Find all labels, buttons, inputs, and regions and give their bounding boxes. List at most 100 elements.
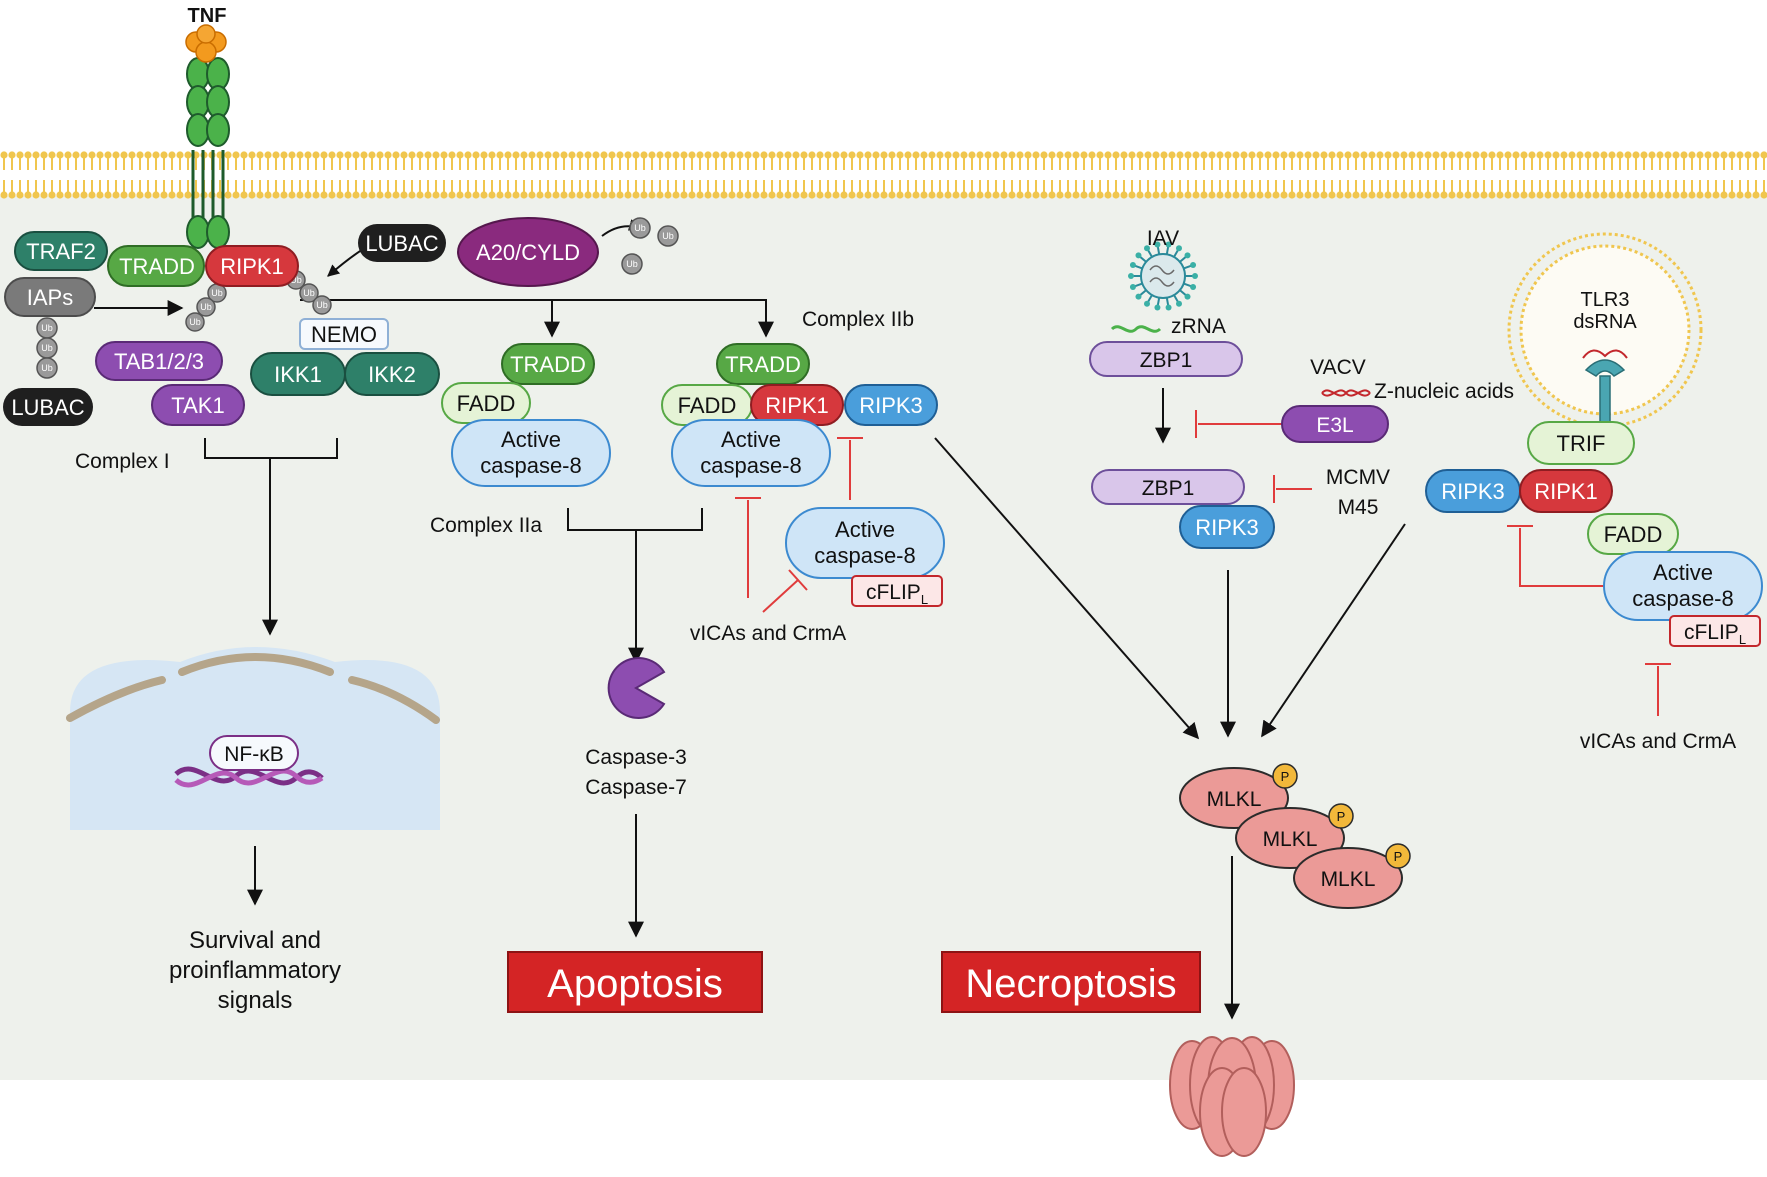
- ubiquitin-bead: [196, 297, 216, 317]
- cflip-box-middle: [851, 575, 943, 607]
- ubiquitin-label: Ub: [41, 323, 53, 333]
- complex-iib-label: Complex IIb: [802, 308, 914, 331]
- phospho-label-1: P: [1281, 769, 1290, 784]
- vacv-label: VACV: [1310, 356, 1366, 379]
- a20-cyld-label: A20/CYLD: [476, 240, 580, 265]
- ubiquitin-label: Ub: [303, 288, 315, 298]
- tab123-label: TAB1/2/3: [114, 349, 204, 374]
- tradd-label-complex-iib: TRADD: [725, 352, 801, 377]
- ubiquitin-bead: [657, 225, 679, 247]
- mlkl-3: [1293, 847, 1403, 909]
- ubiquitin-label: Ub: [200, 302, 212, 312]
- complex-iia: TRADD FADD Active caspase-8: [441, 343, 611, 487]
- ubiquitin-bead: [299, 283, 319, 303]
- traf2-label: TRAF2: [26, 239, 96, 264]
- iaps-label: IAPs: [27, 285, 73, 310]
- nfkb-label: NF-κB: [224, 743, 284, 766]
- m45-label: M45: [1338, 496, 1379, 519]
- e3l-protein: [1281, 405, 1389, 443]
- tnf-ligand: [185, 24, 227, 63]
- fadd-label-complex-iia: FADD: [457, 391, 516, 416]
- nucleus: NF-κB: [66, 647, 440, 830]
- cflip-label-middle: cFLIPL: [866, 581, 928, 607]
- cytoplasm: [0, 196, 1767, 1080]
- dsrna-label: dsRNA: [1573, 311, 1637, 333]
- ripk1-label-complex-i: RIPK1: [220, 254, 284, 279]
- ubiquitin-label: Ub: [189, 317, 201, 327]
- endosome: [1507, 232, 1703, 428]
- mcmv-label: MCMV: [1326, 466, 1390, 489]
- ripk1-protein-complex-i: [205, 245, 299, 287]
- zrna-icon: [1110, 325, 1162, 333]
- mlkl-label-2: MLKL: [1263, 828, 1318, 851]
- iav-label: IAV: [1147, 227, 1179, 250]
- ikk1-label: IKK1: [274, 362, 322, 387]
- ubiquitin-label: Ub: [634, 223, 646, 233]
- trif-protein: [1527, 421, 1635, 465]
- tradd-protein-complex-iib: [716, 343, 810, 385]
- ubiquitin-label: Ub: [211, 288, 223, 298]
- caspase8-label-line1-iib: Active: [721, 427, 781, 452]
- caspase8-label-line1-tlr3: Active: [1653, 560, 1713, 585]
- ripk1-protein-tlr3: [1519, 469, 1613, 513]
- necroptosis-banner: [941, 951, 1201, 1013]
- ripk1-label-complex-iib: RIPK1: [765, 393, 829, 418]
- tradd-protein-complex-iia: [501, 343, 595, 385]
- tlr3-label: TLR3: [1581, 289, 1630, 311]
- phospho-3: [1385, 843, 1411, 869]
- complex-i-label: Complex I: [75, 450, 170, 473]
- ubiquitin-label: Ub: [41, 343, 53, 353]
- nfkb-protein: [209, 735, 299, 771]
- lubac-label-top: LUBAC: [365, 231, 438, 256]
- caspase7-label: Caspase-7: [585, 776, 687, 799]
- iav-virion-icon: [1128, 241, 1198, 311]
- caspase8-label-line1-iia: Active: [501, 427, 561, 452]
- caspase3-label: Caspase-3: [585, 746, 687, 769]
- caspase8-label-line2-iia: caspase-8: [480, 453, 582, 478]
- ikk2-label: IKK2: [368, 362, 416, 387]
- traf2-protein: [14, 231, 108, 271]
- zbp1-protein-top: [1089, 341, 1243, 377]
- ubiquitin-bead: [312, 295, 332, 315]
- tab123-protein: [95, 341, 223, 381]
- tradd-label-complex-i: TRADD: [119, 254, 195, 279]
- mlkl-cluster: MLKL MLKL MLKL P P P: [1179, 763, 1411, 909]
- iaps-protein: [4, 277, 96, 317]
- ubiquitin-label: Ub: [41, 363, 53, 373]
- plasma-membrane-top: [0, 150, 1767, 200]
- ripk3-label-zbp1: RIPK3: [1195, 515, 1259, 540]
- ripk3-label-complex-iib: RIPK3: [859, 393, 923, 418]
- vicas-crma-label-right: vICAs and CrmA: [1580, 730, 1736, 753]
- tradd-protein-complex-i: [107, 245, 205, 287]
- tlr3-receptor-icon: [1582, 349, 1628, 427]
- phospho-label-3: P: [1394, 849, 1403, 864]
- active-caspase8-complex-iib: [671, 419, 831, 487]
- caspase8-label-line1-mid: Active: [835, 517, 895, 542]
- ubiquitin-label: Ub: [662, 231, 674, 241]
- necroptosis-label: Necroptosis: [965, 962, 1176, 1006]
- zbp1-label-bottom: ZBP1: [1142, 477, 1195, 500]
- tak1-protein: [151, 384, 245, 426]
- inhibition-lines: [735, 410, 1671, 716]
- fadd-label-tlr3: FADD: [1604, 522, 1663, 547]
- complex-i: TRAF2 IAPs LUBAC TRADD RIPK1 TAB1/2/3 TA…: [3, 217, 599, 426]
- plasma-membrane-bottom: [0, 1080, 1767, 1120]
- survival-label-line1: Survival and: [189, 927, 321, 954]
- connector-lines: [94, 219, 1406, 1020]
- nemo-protein: [299, 318, 389, 350]
- fadd-label-complex-iib: FADD: [678, 393, 737, 418]
- ripk3-label-tlr3: RIPK3: [1441, 479, 1505, 504]
- ubiquitin-bead: [36, 357, 58, 379]
- a20-cyld-protein: [457, 217, 599, 287]
- zbp1-label-top: ZBP1: [1140, 349, 1193, 372]
- phospho-label-2: P: [1337, 809, 1346, 824]
- tnf-receptor: [186, 57, 230, 249]
- vicas-crma-label-middle: vICAs and CrmA: [690, 622, 846, 645]
- phospho-2: [1328, 803, 1354, 829]
- ikk2-protein: [344, 352, 440, 396]
- zrna-label: zRNA: [1171, 315, 1226, 338]
- e3l-label: E3L: [1316, 414, 1353, 437]
- tak1-label: TAK1: [171, 393, 224, 418]
